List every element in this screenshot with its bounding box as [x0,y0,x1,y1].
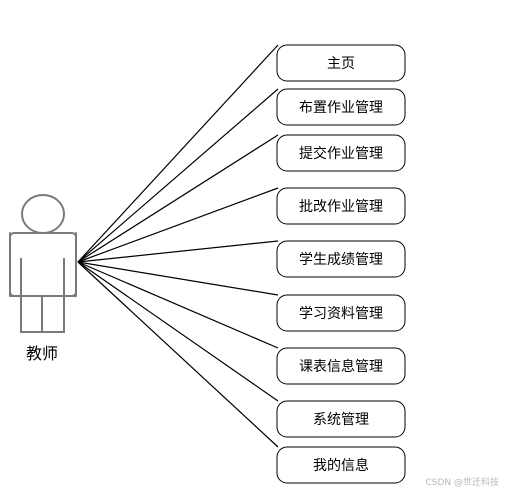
use-case-label: 系统管理 [313,412,369,428]
actor-leg-left [20,295,43,333]
use-case-box [276,88,406,126]
use-case-box [276,400,406,438]
use-case: 提交作业管理 [276,134,406,172]
use-case-label: 批改作业管理 [299,199,383,215]
use-case-label: 课表信息管理 [299,358,383,375]
use-case-list: 主页布置作业管理提交作业管理批改作业管理学生成绩管理学习资料管理课表信息管理系统… [276,44,406,484]
use-case: 系统管理 [276,400,406,438]
actor-teacher: 教师 [9,194,77,363]
actor-name: 教师 [26,344,58,363]
use-case-box [276,347,406,385]
association-line [77,187,279,263]
use-case-box [276,134,406,172]
use-case-label: 学生成绩管理 [299,252,383,268]
use-case-label: 提交作业管理 [299,145,383,162]
use-case: 我的信息 [276,446,406,484]
use-case-box [276,240,406,278]
use-case-box [276,446,406,484]
association-lines [77,44,279,448]
use-case: 批改作业管理 [276,187,406,225]
actor-body [9,232,77,297]
use-case: 学习资料管理 [276,294,406,332]
use-case-label: 学习资料管理 [299,306,383,322]
association-line [77,134,279,263]
use-case: 学生成绩管理 [276,240,406,278]
actor-head [21,194,65,234]
association-line [77,261,279,448]
association-line [77,261,279,402]
use-case-box [276,44,406,82]
association-line [77,240,279,263]
use-case-box [276,187,406,225]
use-case-label: 我的信息 [313,457,369,474]
use-case-label: 主页 [327,56,355,72]
watermark: CSDN @世迁科技 [425,478,499,488]
use-case: 布置作业管理 [276,88,406,126]
use-case-box [276,294,406,332]
use-case: 课表信息管理 [276,347,406,385]
association-line [77,44,279,263]
actor-leg-right [41,295,65,333]
association-line [77,261,279,349]
association-line [77,88,279,263]
association-line [77,261,279,296]
use-case-label: 布置作业管理 [299,100,383,116]
use-case: 主页 [276,44,406,82]
